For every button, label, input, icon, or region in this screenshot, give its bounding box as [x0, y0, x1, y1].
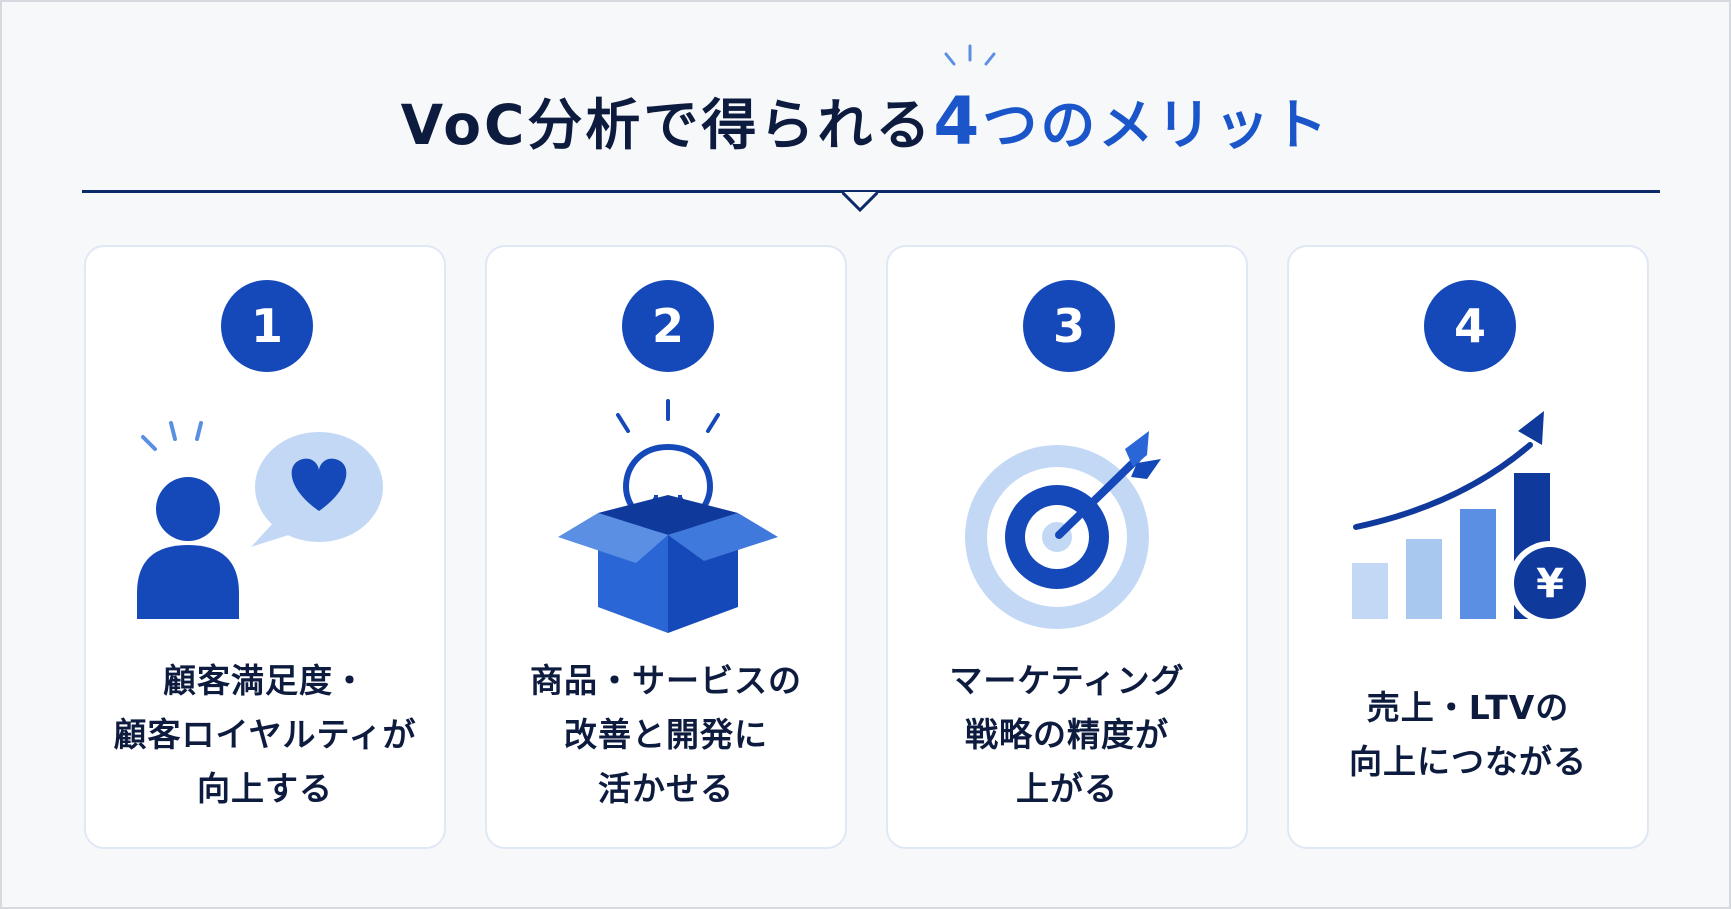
sparkle-icon: [944, 44, 996, 66]
merit-description: 商品・サービスの 改善と開発に 活かせる: [487, 655, 845, 815]
chart-bar: [1352, 563, 1388, 619]
title-suffix: つのメリット: [982, 93, 1331, 157]
description-line: マーケティング: [949, 661, 1185, 700]
merit-card-4: 4 ¥ 売上・LTVの 向上につながる: [1287, 245, 1649, 849]
growth-chart-yen-icon: ¥: [1352, 411, 1592, 625]
description-line: 活かせる: [598, 769, 734, 808]
merit-card-1: 1 顧客満足度・ 顧客ロイヤルティが 向上する: [84, 245, 446, 849]
number-badge: 2: [622, 280, 714, 372]
page-title: VoC分析で得られる4つのメリット: [2, 80, 1729, 160]
title-prefix: VoC分析で得られる: [400, 93, 934, 157]
merit-card-3: 3 マーケティング 戦略の精度が 上がる: [886, 245, 1248, 849]
description-line: 顧客ロイヤルティが: [113, 715, 417, 754]
description-line: 顧客満足度・: [163, 661, 367, 700]
divider-notch: [842, 192, 878, 212]
number-badge: 4: [1424, 280, 1516, 372]
description-line: 向上につながる: [1349, 742, 1587, 781]
yen-coin-icon: [1514, 547, 1586, 619]
description-line: 向上する: [197, 769, 333, 808]
number-badge: 1: [221, 280, 313, 372]
lightbulb-box-icon: [558, 399, 778, 633]
description-line: 上がる: [1016, 769, 1118, 808]
merit-description: 売上・LTVの 向上につながる: [1289, 655, 1647, 815]
merit-card-2: 2 商品・サービスの 改善と開発に 活かせる: [485, 245, 847, 849]
number-badge: 3: [1023, 280, 1115, 372]
chart-bar: [1406, 539, 1442, 619]
description-line: 改善と開発に: [564, 715, 768, 754]
merit-description: 顧客満足度・ 顧客ロイヤルティが 向上する: [86, 655, 444, 815]
description-line: 戦略の精度が: [965, 715, 1169, 754]
title-number: 4: [933, 83, 983, 160]
merit-description: マーケティング 戦略の精度が 上がる: [888, 655, 1246, 815]
chart-bar: [1460, 509, 1496, 619]
target-arrow-icon: [965, 431, 1161, 629]
description-line: 商品・サービスの: [530, 661, 802, 700]
description-line: 売上・LTVの: [1366, 688, 1570, 727]
person-heart-speech-icon: [137, 421, 383, 619]
yen-symbol: ¥: [1536, 561, 1564, 607]
title-divider: [82, 190, 1660, 193]
